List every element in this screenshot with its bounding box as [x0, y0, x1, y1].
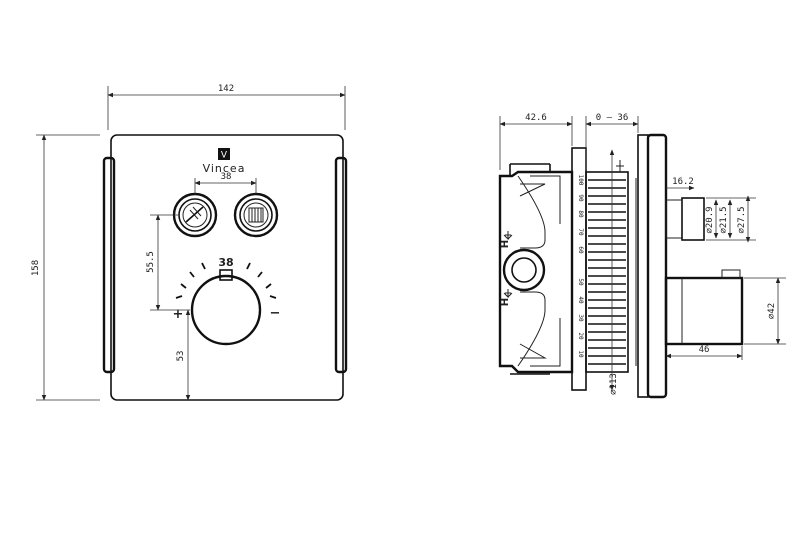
- svg-text:70: 70: [577, 228, 584, 236]
- dial-scale-ticks: [175, 262, 277, 299]
- minus-sign: −: [270, 306, 281, 321]
- adjust-pointer: [616, 160, 624, 172]
- brand-logo-box: [218, 148, 230, 160]
- threaded-sleeve: [585, 171, 629, 373]
- svg-text:80: 80: [577, 210, 584, 218]
- depth-scale-labels: 100 90 80 70 60 50 40 30 20 10: [577, 175, 584, 358]
- thermostat-handle: [664, 276, 744, 346]
- dim-diameter-3: ⌀27.5: [737, 206, 747, 233]
- svg-text:10: 10: [577, 350, 584, 358]
- cover-plate-side: [646, 133, 668, 399]
- dim-handle-length: 46: [699, 345, 710, 355]
- dim-stem-length: 16.2: [672, 177, 694, 187]
- hot-label-bottom: H: [500, 298, 511, 306]
- hot-label-top: H: [500, 240, 511, 248]
- outlet-port-inner: [511, 257, 537, 283]
- brand-logo-letter: V: [221, 151, 228, 161]
- cover-plate: [110, 134, 344, 401]
- dim-diameter-1: ⌀20.9: [705, 206, 715, 233]
- dim-adjust-range: 0 – 36: [596, 113, 629, 123]
- outlet-port-outer: [502, 248, 546, 292]
- front-view: V Vincea: [31, 84, 348, 401]
- brand-name: Vincea: [203, 162, 246, 175]
- left-button: [172, 192, 218, 238]
- dial-indicator: [219, 269, 233, 281]
- dim-dial-to-bottom: 53: [176, 351, 186, 362]
- arrow-icon-bottom: [503, 289, 513, 299]
- rain-icon: [248, 207, 264, 223]
- mounting-flange: [637, 134, 649, 398]
- dim-button-spacing: 38: [221, 172, 232, 182]
- button-cap: [681, 197, 705, 241]
- dim-handle-diameter: ⌀42: [767, 303, 777, 319]
- dial-temperature-value: 38: [218, 256, 233, 269]
- sleeve-threads: [588, 179, 626, 365]
- svg-text:50: 50: [577, 278, 584, 286]
- side-view: H H 100 90 80 70 60 50 40 30 20 10: [498, 113, 786, 399]
- handle-indicator: [721, 269, 741, 279]
- dim-body-depth: 42.6: [525, 113, 547, 123]
- shower-icon: [185, 206, 204, 223]
- dim-width: 142: [218, 84, 234, 94]
- svg-text:30: 30: [577, 314, 584, 322]
- plus-sign: +: [173, 307, 184, 322]
- dim-diameter-2: ⌀21.5: [719, 206, 729, 233]
- svg-text:60: 60: [577, 246, 584, 254]
- right-button: [233, 192, 279, 238]
- svg-text:100: 100: [577, 175, 584, 186]
- temperature-dial: 38 + −: [173, 256, 281, 346]
- arrow-icon-top: [503, 231, 513, 241]
- dim-button-to-dial: 55.5: [146, 251, 156, 273]
- wall-box-left: [102, 156, 116, 374]
- svg-text:90: 90: [577, 194, 584, 202]
- svg-text:40: 40: [577, 296, 584, 304]
- dim-height: 158: [31, 260, 41, 276]
- svg-text:20: 20: [577, 332, 584, 340]
- dim-flange-diameter: ⌀113: [609, 373, 619, 395]
- button-stem: [665, 199, 683, 239]
- wall-box-right: [334, 156, 348, 374]
